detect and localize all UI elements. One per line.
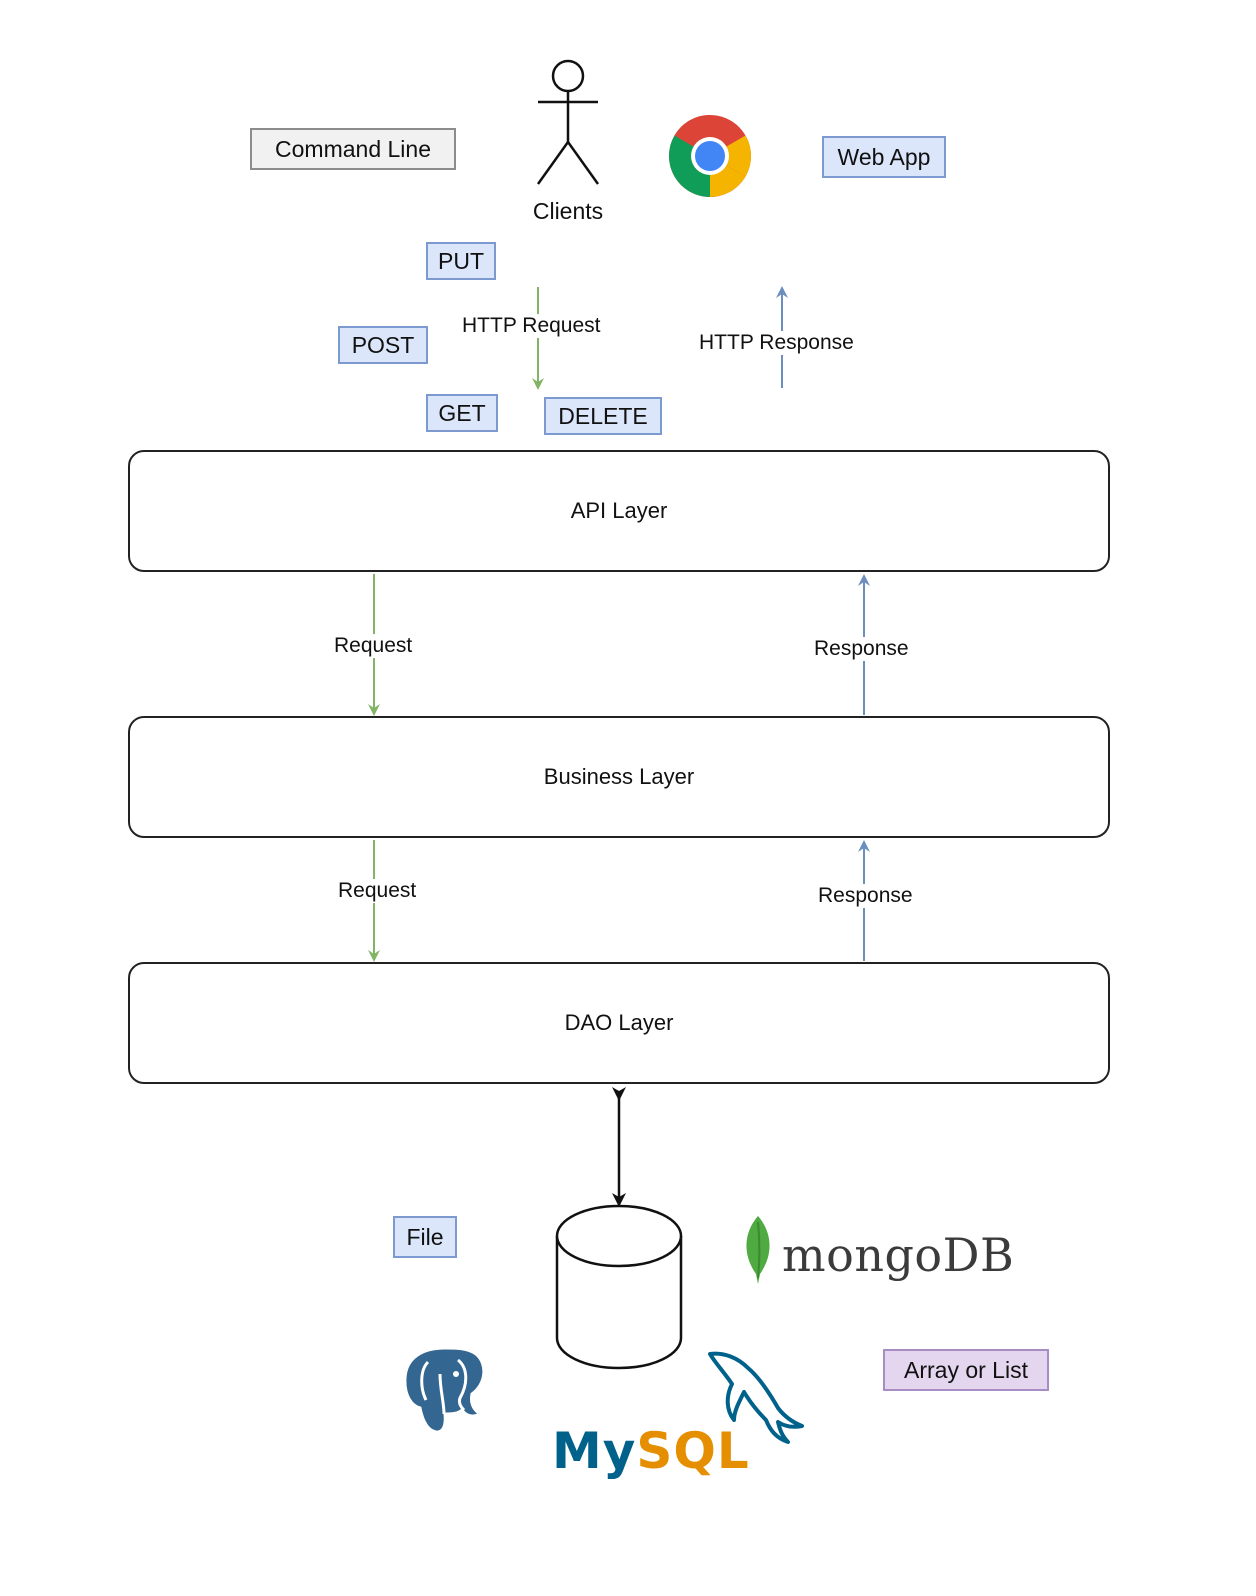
request-label-2: Request	[336, 879, 419, 903]
mysql-logo-text: MySQL	[552, 1422, 750, 1480]
mysql-logo-part-sql: SQL	[636, 1422, 750, 1480]
web-app-box: Web App	[822, 136, 946, 178]
database-cylinder-icon	[555, 1204, 683, 1370]
api-layer-label: API Layer	[570, 498, 668, 523]
get-method-label: GET	[438, 399, 486, 426]
command-line-label: Command Line	[275, 135, 431, 162]
api-layer-box: API Layer	[128, 450, 1110, 572]
mongodb-logo-text: mongoDB	[782, 1228, 1015, 1282]
command-line-box: Command Line	[250, 128, 456, 170]
array-or-list-label: Array or List	[904, 1356, 1028, 1383]
chrome-icon	[669, 115, 751, 197]
array-or-list-box: Array or List	[883, 1349, 1049, 1391]
file-label: File	[406, 1223, 444, 1250]
post-method-box: POST	[338, 326, 428, 364]
business-layer-label: Business Layer	[543, 764, 695, 789]
response-label-1: Response	[812, 637, 911, 661]
put-method-box: PUT	[426, 242, 496, 280]
web-app-label: Web App	[837, 143, 931, 170]
http-response-label: HTTP Response	[697, 331, 856, 355]
get-method-box: GET	[426, 394, 498, 432]
response-label-2: Response	[816, 884, 915, 908]
stick-figure-icon	[536, 59, 600, 185]
delete-method-box: DELETE	[544, 397, 662, 435]
dao-layer-label: DAO Layer	[564, 1010, 674, 1035]
mysql-logo-part-my: My	[552, 1422, 637, 1480]
mongodb-leaf-icon	[746, 1216, 770, 1284]
dao-layer-box: DAO Layer	[128, 962, 1110, 1084]
post-method-label: POST	[351, 331, 415, 358]
postgresql-elephant-icon	[403, 1346, 486, 1434]
put-method-label: PUT	[438, 247, 484, 274]
mysql-dolphin-icon	[708, 1351, 804, 1444]
delete-method-label: DELETE	[558, 402, 648, 429]
request-label-1: Request	[332, 634, 415, 658]
file-box: File	[393, 1216, 457, 1258]
business-layer-box: Business Layer	[128, 716, 1110, 838]
http-request-label: HTTP Request	[460, 314, 603, 338]
clients-label: Clients	[532, 198, 604, 224]
